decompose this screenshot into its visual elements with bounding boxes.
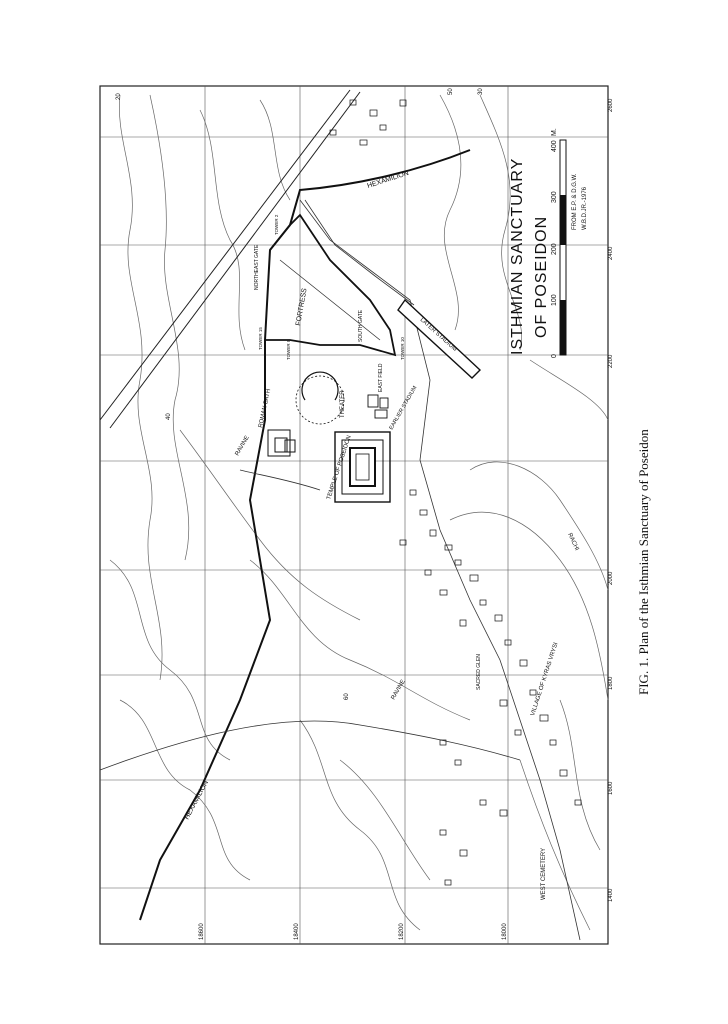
- contour-label-60: 60: [344, 693, 350, 700]
- temple-precinct: [334, 431, 391, 503]
- highway: [99, 89, 361, 429]
- later-stadium: [397, 298, 482, 379]
- label-earlier-stadium: EARLIER STADIUM: [389, 385, 419, 431]
- label-northeast-gate: NORTHEAST GATE: [254, 244, 260, 290]
- east-field-buildings: [367, 394, 389, 419]
- contour-lines: [109, 94, 609, 931]
- label-ravine-2: RAVINE: [391, 679, 407, 701]
- label-south-gate: SOUTH GATE: [358, 309, 364, 342]
- roads: [99, 199, 581, 941]
- theater: [295, 371, 345, 425]
- contour-label-30: 30: [478, 88, 484, 95]
- label-village: VILLAGE OF KYRAS VRYSI: [530, 642, 559, 717]
- scale-tick-0: 0: [551, 354, 558, 358]
- grid-label-1400: 1400: [608, 888, 614, 902]
- grid-label-2000: 2000: [608, 571, 614, 585]
- figure-caption: FIG. 1. Plan of the Isthmian Sanctuary o…: [636, 429, 651, 695]
- label-east-field: EAST FIELD: [378, 363, 384, 392]
- contour-label-20: 20: [116, 93, 122, 100]
- scale-tick-300: 300: [551, 191, 558, 203]
- label-fortress: FORTRESS: [295, 287, 309, 326]
- scale-tick-200: 200: [551, 243, 558, 255]
- scale-tick-400: 400: [551, 140, 558, 152]
- label-tower-10: TOWER 10: [400, 337, 405, 360]
- grid-label-18400: 18400: [294, 923, 300, 940]
- contour-label-40: 40: [166, 413, 172, 420]
- scale-bar: [559, 139, 567, 356]
- grid-label-1800: 1800: [608, 676, 614, 690]
- label-temple: TEMPLE OF POSEIDON: [326, 435, 353, 501]
- grid-label-1600: 1600: [608, 781, 614, 795]
- label-ravine-1: RAVINE: [235, 435, 251, 457]
- label-sacred-glen: SACRED GLEN: [476, 654, 482, 690]
- roman-bath: [267, 429, 296, 457]
- village-buildings: [329, 99, 582, 886]
- contour-label-50: 50: [448, 88, 454, 95]
- grid-label-18000: 18000: [502, 923, 508, 940]
- grid-label-18600: 18600: [199, 923, 205, 940]
- title-line-2: OF POSEIDON: [533, 216, 550, 338]
- scale-tick-100: 100: [551, 294, 558, 306]
- grid-label-2600: 2600: [608, 98, 614, 112]
- scale-credit-2: W.B.D.JR.-1976: [582, 186, 588, 230]
- grid-label-2200: 2200: [608, 354, 614, 368]
- label-west-cemetery: WEST CEMETERY: [541, 848, 547, 900]
- scale-credit-1: FROM E.P. & D.G.W.: [572, 173, 578, 230]
- fortress-walls: [265, 213, 397, 357]
- map-frame: [99, 85, 609, 945]
- scale-unit: M.: [551, 128, 558, 136]
- map-labels: ISTHMIAN SANCTUARY OF POSEIDON 0 100 200…: [116, 88, 651, 940]
- label-tower-2: TOWER 2: [274, 214, 279, 235]
- label-tower-8: TOWER 8: [286, 339, 291, 360]
- label-tower-15: TOWER 15: [258, 327, 263, 350]
- label-hexamilion-bottom: HEXAMILION: [184, 780, 210, 821]
- label-roman-bath: ROMAN BATH: [258, 388, 272, 428]
- coordinate-grid: [100, 86, 608, 944]
- hexamilion-wall: [139, 149, 471, 921]
- label-theater: THEATER: [340, 390, 346, 418]
- grid-label-2400: 2400: [608, 246, 614, 260]
- label-rachi: RACHI: [566, 532, 579, 552]
- title-line-1: ISTHMIAN SANCTUARY: [509, 158, 526, 355]
- grid-label-18200: 18200: [399, 923, 405, 940]
